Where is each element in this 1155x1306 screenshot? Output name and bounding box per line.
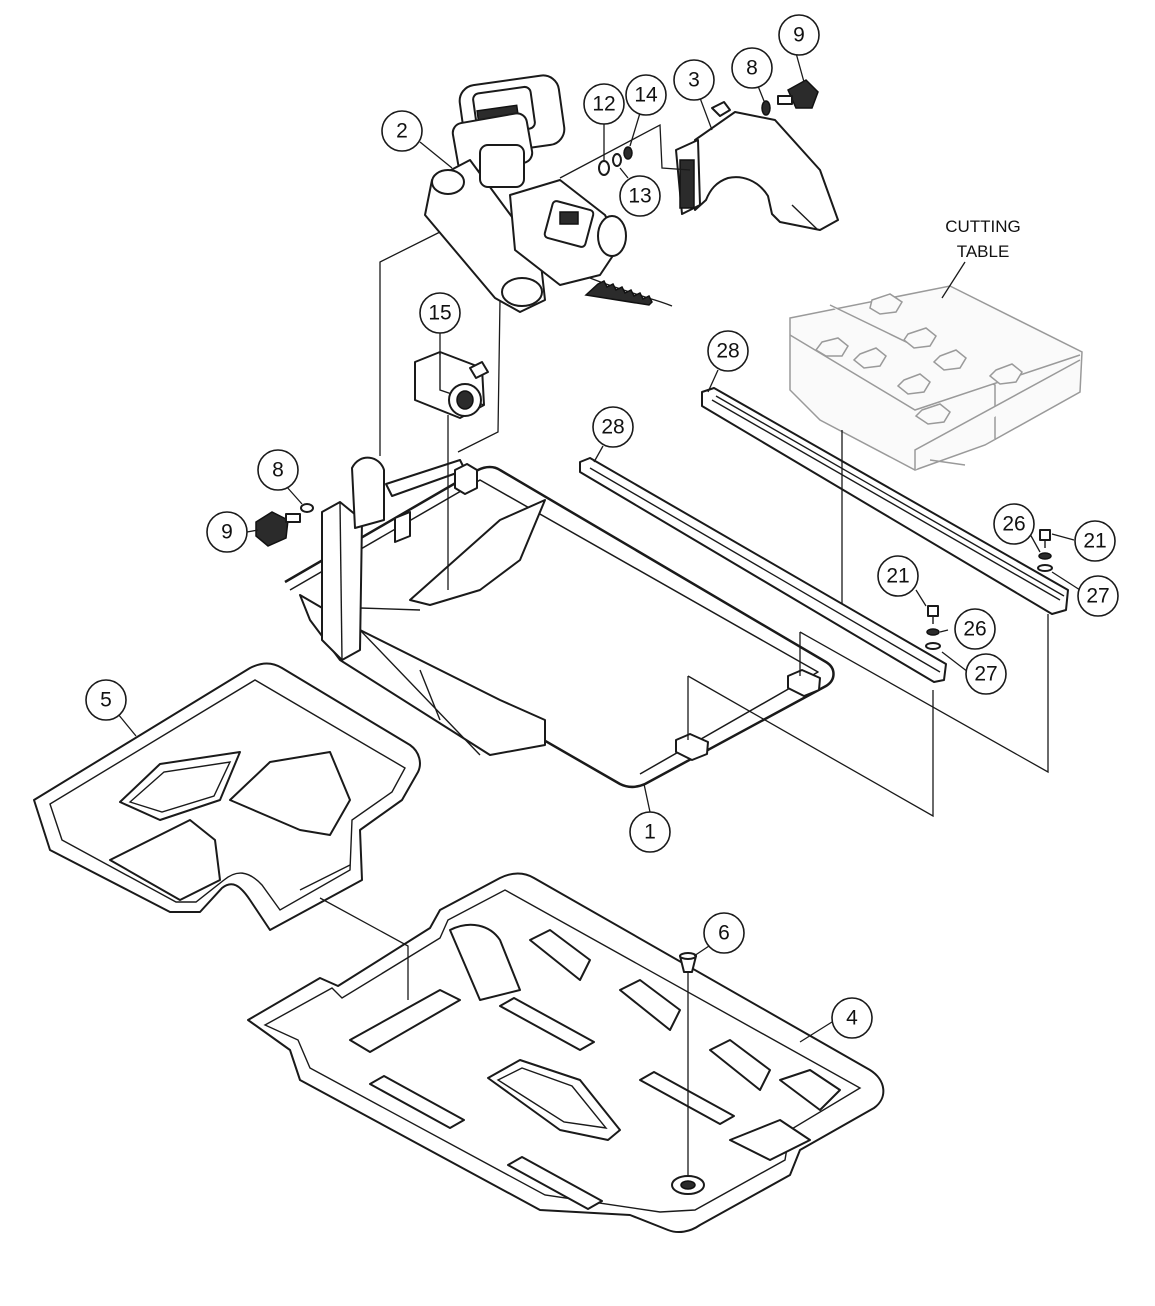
callout-28-front: 28: [592, 406, 634, 448]
callout-27-front-label: 27: [974, 663, 997, 686]
rail-28-rear: [701, 387, 1069, 615]
callout-27-front: 27: [965, 653, 1007, 695]
cutting-table: [789, 285, 1083, 471]
washer-26-front: [926, 628, 940, 636]
callout-2-label: 2: [396, 120, 408, 143]
nut-14: [623, 146, 633, 160]
callout-8-top: 8: [731, 47, 773, 89]
washer-27-rear: [1037, 564, 1053, 572]
motor-head-assembly: [424, 74, 673, 313]
callout-26-rear-label: 26: [1002, 513, 1025, 536]
callout-6: 6: [703, 912, 745, 954]
callout-27-rear: 27: [1077, 575, 1119, 617]
washer-13: [612, 153, 622, 167]
callout-5-label: 5: [100, 689, 112, 712]
knob-9-left: [255, 511, 301, 547]
callout-26-rear: 26: [993, 503, 1035, 545]
callout-13-label: 13: [628, 185, 651, 208]
washer-12: [598, 160, 610, 176]
tray: [33, 662, 421, 931]
callout-13: 13: [619, 175, 661, 217]
cutting-table-label-line1: CUTTING: [945, 217, 1021, 236]
blade-guard: [675, 101, 839, 231]
callout-2: 2: [381, 110, 423, 152]
leader-lines: [117, 52, 1081, 1176]
washer-8-top: [761, 100, 771, 116]
callout-12: 12: [583, 83, 625, 125]
callout-4: 4: [831, 997, 873, 1039]
callout-27-rear-label: 27: [1086, 585, 1109, 608]
callout-9-left: 9: [206, 511, 248, 553]
callout-8-left-label: 8: [272, 459, 284, 482]
callout-4-label: 4: [846, 1007, 858, 1030]
callout-9-top: 9: [778, 14, 820, 56]
callout-14-label: 14: [634, 84, 658, 107]
callout-14: 14: [625, 74, 667, 116]
callout-6-label: 6: [718, 922, 730, 945]
callout-5: 5: [85, 679, 127, 721]
callout-8-top-label: 8: [746, 57, 758, 80]
callout-12-label: 12: [592, 93, 615, 116]
drain-plug: [679, 952, 697, 973]
callout-21-rear-label: 21: [1083, 530, 1106, 553]
callout-3: 3: [673, 59, 715, 101]
callout-9-left-label: 9: [221, 521, 233, 544]
callout-9-top-label: 9: [793, 24, 805, 47]
washer-8-left: [300, 503, 314, 513]
washer-27-front: [925, 642, 941, 650]
frame: [284, 456, 835, 789]
base-tub: [247, 872, 885, 1234]
switch-box: [414, 351, 489, 419]
callout-15-label: 15: [428, 302, 451, 325]
washer-26-rear: [1038, 552, 1052, 560]
callout-3-label: 3: [688, 69, 700, 92]
callout-26-front-label: 26: [963, 618, 986, 641]
screw-21-rear: [1039, 529, 1051, 548]
callout-26-front: 26: [954, 608, 996, 650]
callout-28-rear: 28: [707, 330, 749, 372]
callout-8-left: 8: [257, 449, 299, 491]
callout-28-front-label: 28: [601, 416, 624, 439]
cutting-table-label-line2: TABLE: [957, 242, 1010, 261]
callout-21-rear: 21: [1074, 520, 1116, 562]
callout-28-rear-label: 28: [716, 340, 739, 363]
rail-28-front: [579, 457, 947, 683]
callout-1-label: 1: [644, 821, 656, 844]
callout-1: 1: [629, 811, 671, 853]
callout-15: 15: [419, 292, 461, 334]
callout-21-front-label: 21: [886, 565, 909, 588]
knob-9-top: [777, 79, 819, 109]
screw-21-front: [927, 605, 939, 624]
callout-21-front: 21: [877, 555, 919, 597]
